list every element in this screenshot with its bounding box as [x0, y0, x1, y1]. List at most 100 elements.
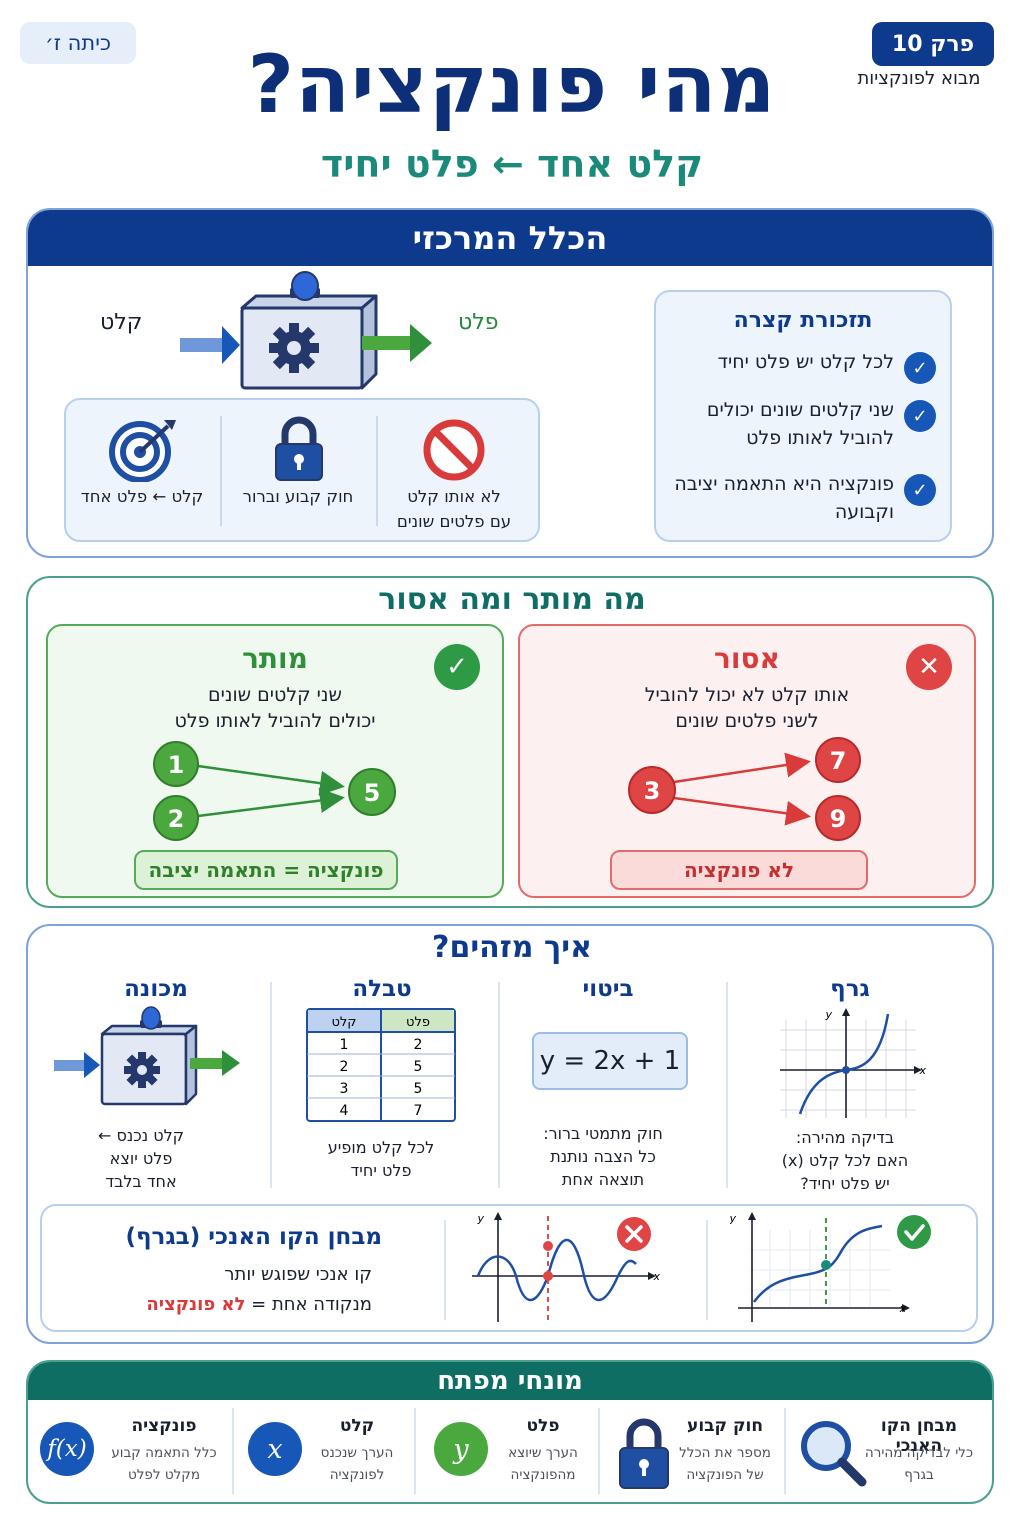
- rule-prohibited: לא אותו קלט עם פלטים שונים: [376, 400, 532, 540]
- checkmark-icon: ✓: [904, 400, 936, 432]
- function-machine-illustration: [180, 271, 432, 390]
- lock-icon: [619, 1418, 669, 1489]
- chapter-badge: פרק 10: [872, 22, 994, 66]
- rule-lock-caption: חוק קבוע וברור: [242, 487, 354, 506]
- allowed-description: שני קלטים שונים יכולים להוביל לאותו פלט: [174, 684, 376, 732]
- output-arrow-icon: [222, 1050, 240, 1076]
- x-icon: ✕: [906, 644, 952, 690]
- identify-section: [26, 924, 994, 1344]
- magnifier-icon: [801, 1421, 867, 1487]
- vertical-test-title: מבחן הקו האנכי (בגרף): [125, 1224, 382, 1250]
- svg-text:3: 3: [644, 777, 661, 805]
- svg-text:3: 3: [340, 1081, 349, 1097]
- fx-symbol-icon: f(x): [40, 1422, 94, 1476]
- verdict-not-function: לא פונקציה: [610, 850, 868, 890]
- checkmark-icon: ✓: [904, 474, 936, 506]
- machine-input-label: קלט: [100, 310, 143, 335]
- machine-light-icon: [141, 1006, 161, 1030]
- vertical-test-line1: קו אנכי שפוגש יותר: [224, 1264, 372, 1285]
- allowed-forbidden-section: [26, 576, 994, 908]
- graph-caption: בדיקה מהירה: האם לכל קלט (x) יש פלט יחיד…: [781, 1128, 909, 1193]
- gear-icon: [269, 323, 319, 373]
- table-column-title: טבלה: [352, 976, 412, 1002]
- forbidden-input-node: [628, 766, 676, 814]
- central-rule-section: הכלל המרכזי: [26, 208, 994, 558]
- input-arrow-icon: [84, 1052, 100, 1078]
- graph-curve: [798, 1013, 890, 1115]
- svg-text:4: 4: [340, 1103, 349, 1119]
- central-rule-heading: הכלל המרכזי: [28, 210, 992, 266]
- graph-illustration: x y: [780, 1008, 926, 1118]
- svg-text:2: 2: [340, 1059, 349, 1075]
- svg-text:פלט: פלט: [406, 1015, 430, 1030]
- output-arrow-icon: [410, 324, 432, 362]
- page-title: מהי פונקציה?: [247, 38, 777, 131]
- rule-target: קלט ← פלט אחד: [64, 400, 220, 540]
- grade-badge: כיתה ז׳: [20, 22, 136, 64]
- graph-column-title: גרף: [830, 976, 870, 1002]
- output-arrow-shaft: [362, 336, 410, 350]
- rule-prohibited-caption: לא אותו קלט עם פלטים שונים: [396, 487, 512, 531]
- svg-text:5: 5: [414, 1059, 423, 1075]
- machine-caption: קלט נכנס ← פלט יוצא אחד בלבד: [97, 1126, 185, 1191]
- svg-text:y: y: [730, 1212, 736, 1225]
- reminder-box: תזכורת קצרה ✓ לכל קלט יש פלט יחיד ✓ שני …: [654, 290, 952, 542]
- lock-icon: [275, 416, 323, 481]
- svg-text:x: x: [898, 1302, 906, 1315]
- svg-text:5: 5: [414, 1081, 423, 1097]
- y-symbol-icon: y: [434, 1422, 488, 1476]
- forbidden-description: אותו קלט לא יכול להוביל לשני פלטים שונים: [644, 684, 850, 732]
- chapter-subtitle: מבוא לפונקציות: [857, 68, 981, 89]
- allowed-input-node: [153, 795, 199, 841]
- svg-text:9: 9: [830, 805, 847, 833]
- identify-title: איך מזהים?: [432, 930, 592, 965]
- small-machine-illustration: [54, 1006, 240, 1106]
- expression-caption: חוק מתמטי ברור: כל הצבה נותנת תוצאה אחת: [543, 1124, 663, 1189]
- machine-light-icon: [291, 271, 319, 301]
- allowed-title: מותר: [242, 642, 308, 675]
- verdict-function: פונקציה = התאמה יציבה: [134, 850, 398, 890]
- forbidden-mapping-diagram: 3 7 9: [628, 737, 861, 841]
- checkmark-icon: ✓: [434, 644, 480, 690]
- rule-lock: חוק קבוע וברור: [220, 400, 376, 540]
- vertical-test-line2: מנקודה אחת = לא פונקציה: [146, 1294, 372, 1315]
- allowed-output-node: [348, 768, 396, 816]
- machine-column-title: מכונה: [124, 976, 188, 1002]
- expression-column-title: ביטוי: [582, 976, 634, 1002]
- svg-text:2: 2: [168, 805, 185, 833]
- svg-text:5: 5: [364, 779, 381, 807]
- formula-box: y = 2x + 1: [532, 1032, 688, 1090]
- increasing-curve: [752, 1224, 883, 1303]
- svg-text:7: 7: [414, 1103, 423, 1119]
- svg-text:2: 2: [414, 1037, 423, 1053]
- allowed-input-node: [153, 741, 199, 787]
- table-caption: לכל קלט מופיע פלט יחיד: [327, 1138, 435, 1180]
- sine-curve: [476, 1239, 637, 1301]
- allowed-forbidden-title: מה מותר ומה אסור: [378, 582, 646, 617]
- svg-text:x: x: [652, 1270, 660, 1283]
- function-graph: x y: [730, 1212, 931, 1322]
- svg-text:7: 7: [830, 747, 847, 775]
- svg-text:y: y: [824, 1008, 832, 1021]
- key-terms-section: מונחי מפתח: [26, 1360, 994, 1504]
- checkmark-icon: ✓: [904, 352, 936, 384]
- rule-target-caption: קלט ← פלט אחד: [80, 487, 204, 506]
- reminder-item: ✓ לכל קלט יש פלט יחיד: [666, 348, 936, 384]
- reminder-title: תזכורת קצרה: [733, 308, 873, 333]
- prohibited-icon: [423, 419, 485, 481]
- forbidden-output-node: [815, 737, 861, 783]
- machine-output-label: פלט: [458, 310, 499, 335]
- forbidden-title: אסור: [714, 642, 780, 675]
- input-arrow-icon: [222, 326, 240, 364]
- page-subtitle: קלט אחד ← פלט יחיד: [320, 142, 704, 186]
- forbidden-panel: ✕ אסור אותו קלט לא יכול להוביל לשני פלטי…: [518, 624, 976, 898]
- key-terms-title: מונחי מפתח: [28, 1362, 992, 1400]
- svg-text:x: x: [918, 1064, 926, 1077]
- target-icon: [109, 420, 176, 482]
- svg-text:1: 1: [168, 751, 185, 779]
- svg-text:y: y: [476, 1212, 484, 1225]
